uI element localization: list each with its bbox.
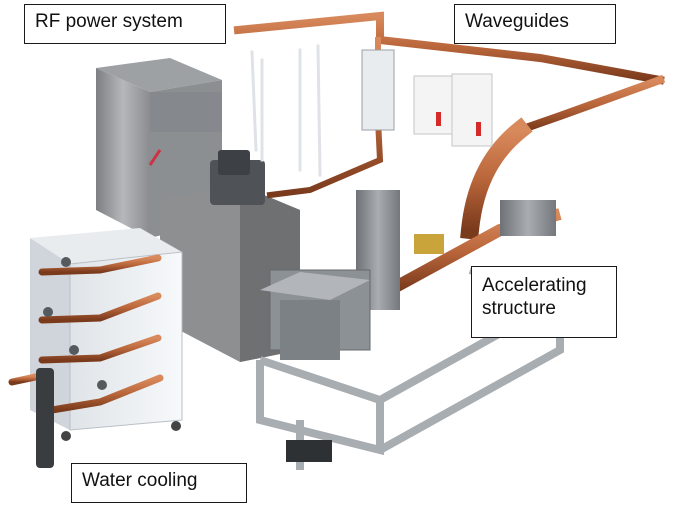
label-waveguides: Waveguides (454, 4, 616, 44)
accelerating-structure (260, 190, 562, 360)
label-rf-power-system: RF power system (24, 4, 226, 44)
label-water-cooling: Water cooling (71, 463, 247, 503)
label-accelerating-line1: Accelerating (482, 275, 587, 296)
rf-load (500, 200, 556, 236)
cooling-pipes (8, 254, 164, 414)
label-accelerating-line2: structure (482, 297, 556, 319)
brass-block (414, 234, 444, 254)
control-panels (413, 73, 493, 147)
filter-canister (36, 368, 54, 468)
water-cooling-unit (8, 228, 183, 468)
label-accelerating-structure: Accelerating structure (471, 266, 617, 338)
waveguide-network (233, 11, 666, 240)
pressure-gauges (43, 257, 107, 390)
rf-power-cabinet (96, 58, 300, 362)
base-fan (286, 440, 332, 462)
